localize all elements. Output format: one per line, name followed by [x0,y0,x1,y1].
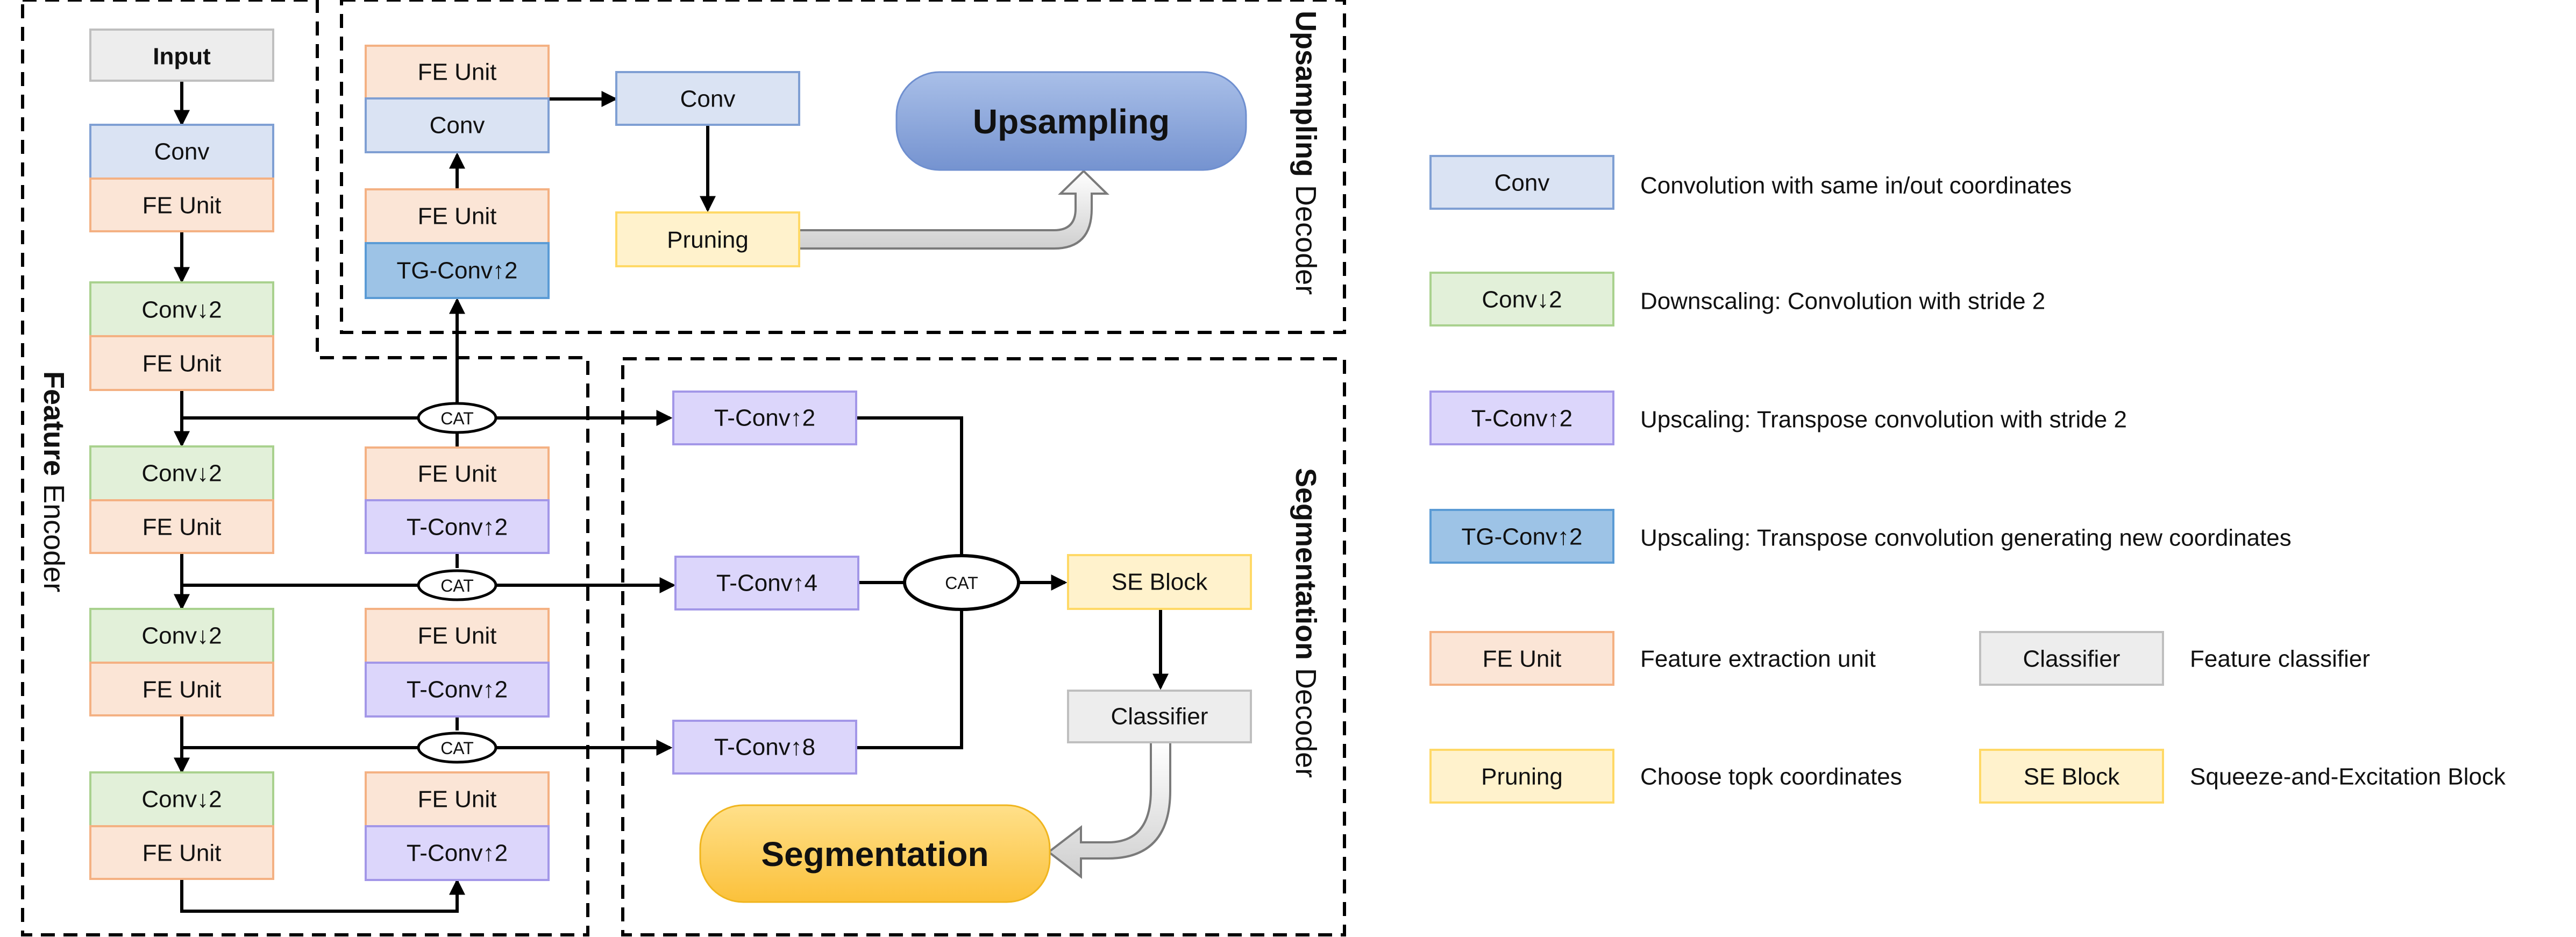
segmentation-decoder-frame [621,357,1346,936]
segmentation-decoder-label: Segmentation Decoder [1290,468,1322,778]
legend-pruning-swatch-label: Pruning [1481,764,1563,790]
legend-item-pruning: Pruning Choose topk coordinates [1429,749,1902,804]
seg-cat-node: CAT [903,554,1020,611]
decoder-tconv-1-label: T-Conv↑2 [407,514,508,541]
up-stage-2: FE Unit TG-Conv↑2 [365,188,550,299]
decoder-stage-1: FE Unit T-Conv↑2 [365,446,550,554]
up-conv-block: Conv [615,71,800,126]
cat-node-3: CAT [417,732,497,764]
legend-item-conv-down: Conv↓2 Downscaling: Convolution with str… [1429,272,2045,326]
up-conv-2-label: Conv [680,86,736,112]
segmentation-output-label: Segmentation [761,835,988,874]
encoder-stage-4: Conv↓2 FE Unit [89,608,274,716]
legend-item-classifier: Classifier Feature classifier [1979,631,2370,686]
seg-tconv-8-label: T-Conv↑8 [714,734,815,761]
decoder-fe-unit-2-label: FE Unit [418,623,497,649]
encoder-fe-unit-5-label: FE Unit [143,840,222,867]
pruning-to-upsampling-arrow [798,169,1109,250]
encoder-fe-unit-3-label: FE Unit [143,514,222,541]
upsampling-decoder-frame [340,0,1346,334]
legend-se-block-swatch-label: SE Block [2024,764,2120,790]
up-conv-1-label: Conv [430,112,485,139]
cat-node-3-label: CAT [440,739,474,758]
legend-se-block-desc: Squeeze-and-Excitation Block [2190,764,2506,790]
encoder-fe-unit-4-label: FE Unit [143,677,222,703]
encoder-stage-2: Conv↓2 FE Unit [89,281,274,391]
encoder-stage-5: Conv↓2 FE Unit [89,771,274,880]
seg-tconv-8-block: T-Conv↑8 [672,720,857,775]
legend-tconv-desc: Upscaling: Transpose convolution with st… [1640,407,2127,433]
decoder-fe-unit-3-label: FE Unit [418,786,497,813]
legend-item-conv: Conv Convolution with same in/out coordi… [1429,155,2072,210]
legend-conv-desc: Convolution with same in/out coordinates [1640,173,2072,199]
legend-classifier-desc: Feature classifier [2190,646,2370,672]
encoder-fe-unit-2-label: FE Unit [143,351,222,377]
legend-item-tg-conv: TG-Conv↑2 Upscaling: Transpose convoluti… [1429,509,2292,564]
cat-node-2-label: CAT [440,576,474,595]
decoder-tconv-2-label: T-Conv↑2 [407,677,508,703]
se-block-label: SE Block [1112,569,1208,595]
legend-fe-unit-desc: Feature extraction unit [1640,646,1876,672]
seg-tconv-4-label: T-Conv↑4 [716,570,817,597]
legend-tconv-swatch-label: T-Conv↑2 [1471,406,1572,432]
feature-encoder-frame [21,0,589,936]
input-label: Input [153,44,211,70]
decoder-fe-unit-1-label: FE Unit [418,461,497,487]
seg-tconv-2-label: T-Conv↑2 [714,405,815,431]
legend-pruning-desc: Choose topk coordinates [1640,764,1902,790]
encoder-conv-down-1-label: Conv↓2 [141,297,222,323]
encoder-conv-down-2-label: Conv↓2 [141,460,222,487]
legend-tg-conv-desc: Upscaling: Transpose convolution generat… [1640,525,2292,551]
encoder-conv-down-3-label: Conv↓2 [141,623,222,649]
classifier-to-segmentation-arrow [1047,741,1171,879]
classifier-block: Classifier [1067,690,1252,743]
encoder-fe-unit-1-label: FE Unit [143,193,222,219]
decoder-stage-2: FE Unit T-Conv↑2 [365,608,550,718]
legend-fe-unit-swatch-label: FE Unit [1483,646,1562,672]
encoder-conv-block: Conv FE Unit [89,124,274,232]
se-block: SE Block [1067,554,1252,610]
seg-tconv-2-block: T-Conv↑2 [672,391,857,445]
upsampling-output-label: Upsampling [973,102,1170,141]
decoder-tconv-3-label: T-Conv↑2 [407,840,508,867]
cat-node-2: CAT [417,569,497,601]
cat-node-1-label: CAT [440,409,474,428]
legend-conv-swatch-label: Conv [1495,170,1550,196]
up-fe-unit-1-label: FE Unit [418,59,497,86]
edges [174,81,1169,913]
legend-conv-down-desc: Downscaling: Convolution with stride 2 [1640,288,2045,315]
upsampling-output: Upsampling [895,71,1247,171]
segmentation-output: Segmentation [699,804,1051,903]
legend-conv-down-swatch-label: Conv↓2 [1482,287,1562,313]
legend-item-se-block: SE Block Squeeze-and-Excitation Block [1979,749,2506,804]
seg-cat-node-label: CAT [945,573,978,593]
upsampling-decoder-label: Upsampling Decoder [1290,11,1322,295]
pruning-label: Pruning [667,227,749,253]
seg-tconv-4-block: T-Conv↑4 [674,556,859,611]
decoder-stage-3: FE Unit T-Conv↑2 [365,771,550,881]
feature-encoder-label: Feature Encoder [38,371,70,592]
input-block: Input [89,29,274,82]
pruning-block: Pruning [615,211,800,267]
up-tg-conv-label: TG-Conv↑2 [397,258,518,284]
encoder-conv-label: Conv [154,139,210,165]
encoder-conv-down-4-label: Conv↓2 [141,786,222,813]
legend-classifier-swatch-label: Classifier [2023,646,2120,672]
encoder-stage-3: Conv↓2 FE Unit [89,445,274,554]
cat-node-1: CAT [417,402,497,434]
legend-item-fe-unit: FE Unit Feature extraction unit [1429,631,1876,686]
up-stage-1: FE Unit Conv [365,45,550,153]
legend-item-tconv: T-Conv↑2 Upscaling: Transpose convolutio… [1429,391,2127,445]
legend-tg-conv-swatch-label: TG-Conv↑2 [1462,524,1583,550]
classifier-label: Classifier [1111,704,1208,730]
legend: Conv Convolution with same in/out coordi… [1429,155,2506,804]
up-fe-unit-2-label: FE Unit [418,203,497,230]
